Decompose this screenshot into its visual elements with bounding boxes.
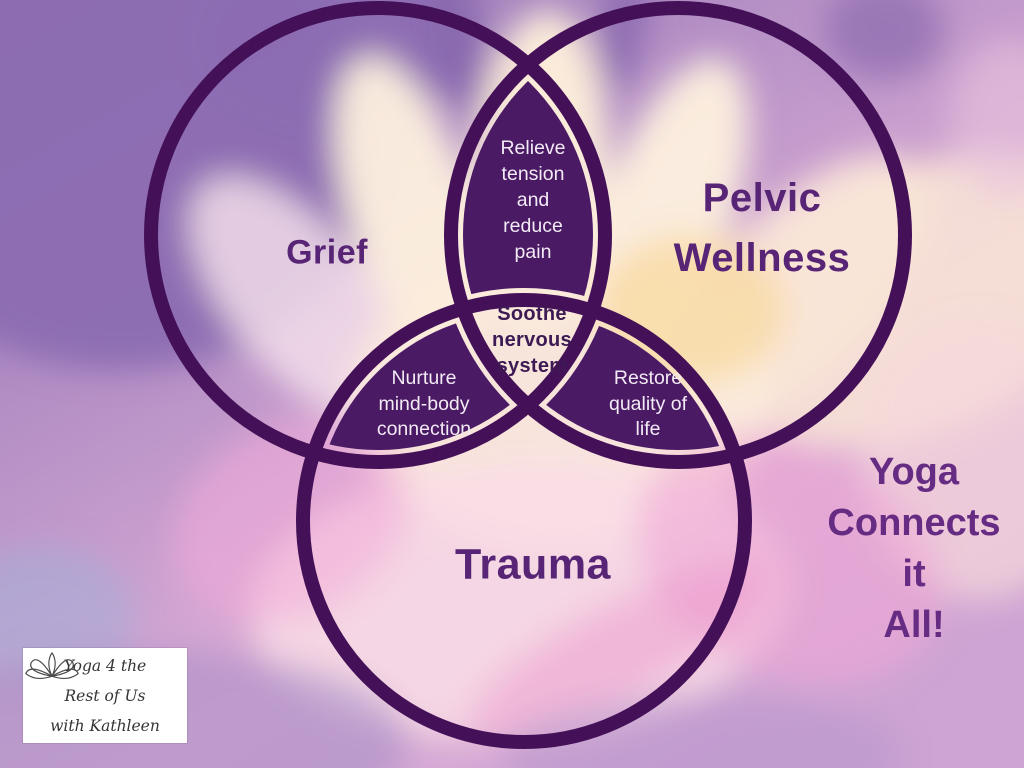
grief-circle bbox=[144, 1, 612, 469]
logo-text: Yoga 4 the Rest of Us with Kathleen bbox=[50, 656, 160, 735]
nurture-mind-body-overlap-text: Nurture mind-body connection bbox=[376, 366, 472, 440]
restore-quality-overlap-text: Restore quality of life bbox=[608, 366, 688, 440]
trauma-circle bbox=[296, 293, 752, 749]
lotus-icon bbox=[25, 652, 79, 680]
logo-card: Yoga 4 the Rest of Us with Kathleen bbox=[23, 648, 187, 743]
grief-label: Grief bbox=[286, 233, 368, 272]
relieve-tension-overlap-text: Relieve tension and reduce pain bbox=[500, 137, 566, 263]
trauma-label: Trauma bbox=[455, 540, 611, 589]
pelvic-wellness-circle bbox=[444, 1, 912, 469]
yoga-connects-tagline: Yoga Connects it All! bbox=[827, 451, 1001, 646]
pelvic-wellness-label: Pelvic Wellness bbox=[673, 176, 851, 280]
soothe-nervous-system-text: Soothe nervous system bbox=[492, 303, 572, 377]
